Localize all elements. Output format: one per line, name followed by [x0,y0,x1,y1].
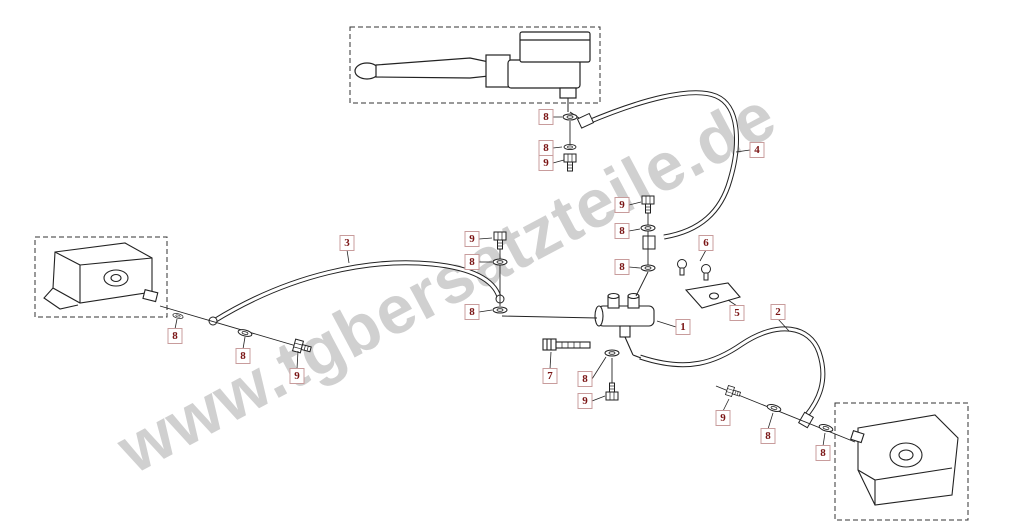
banjo-bolt [542,338,591,351]
brake-hose-3 [208,260,505,326]
brake-hose-2 [639,326,826,429]
rear-caliper-box [834,402,969,521]
bracket-plate [684,282,741,309]
master-cylinder-box [349,26,601,104]
master-cylinder-assembly [354,31,591,123]
leader-lines [174,116,826,447]
front-caliper-box [34,236,168,318]
junction-block [594,292,655,359]
rear-caliper [850,414,959,506]
front-caliper [43,242,159,310]
assembly-axis-lines [159,121,856,443]
grommets [677,259,711,281]
brake-hose-4 [576,90,739,250]
assembly-boxes [34,26,969,521]
